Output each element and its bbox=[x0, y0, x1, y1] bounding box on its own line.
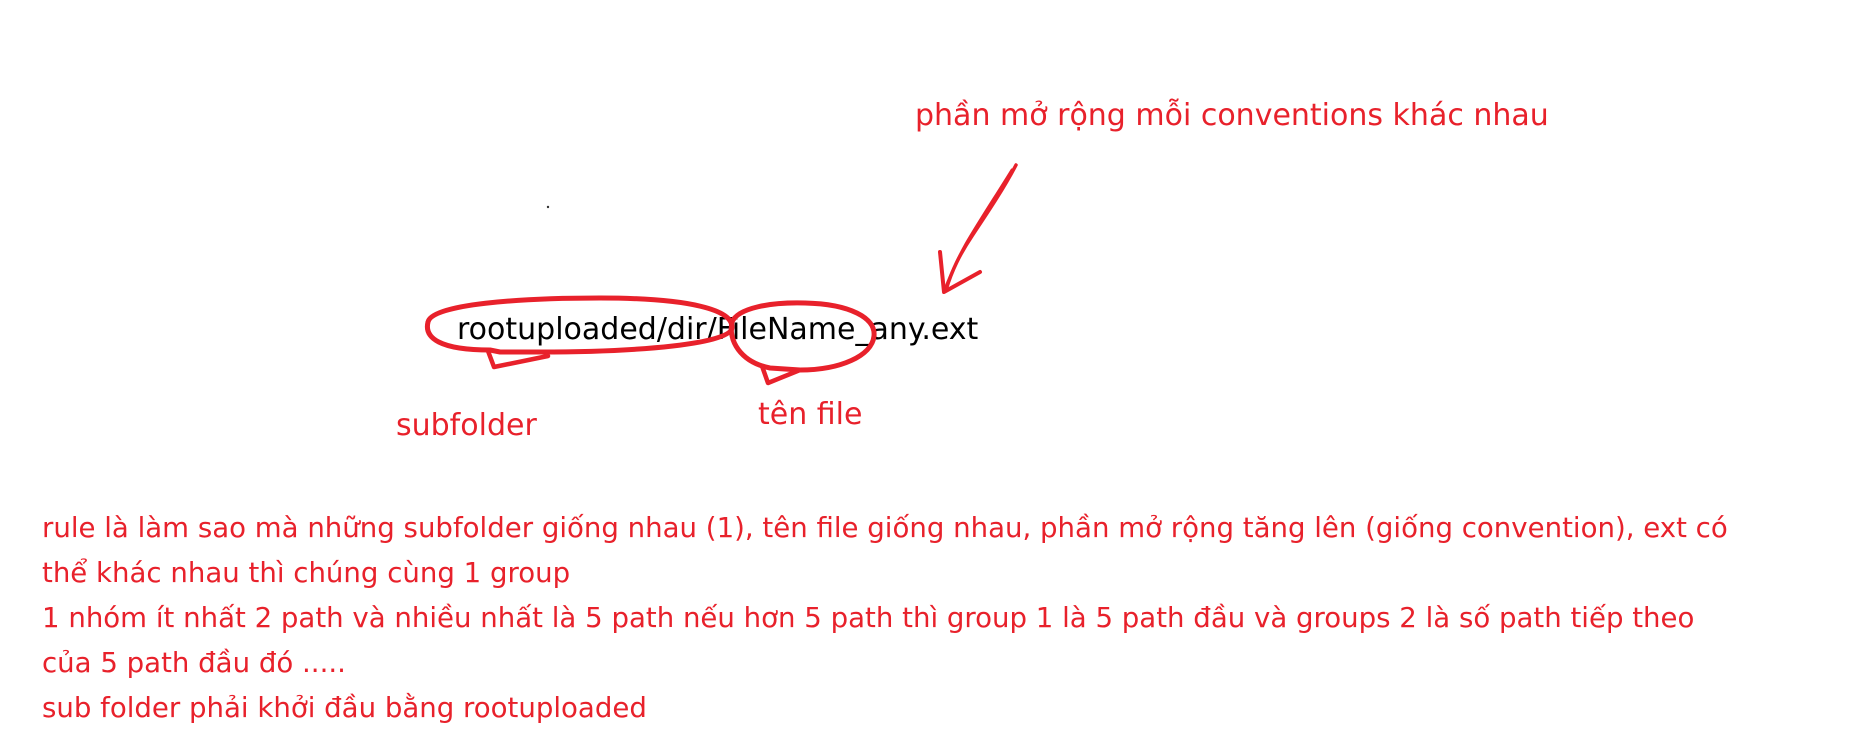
extension-annotation: phần mở rộng mỗi conventions khác nhau bbox=[915, 98, 1549, 133]
filename-annotation: tên file bbox=[758, 397, 863, 432]
rule-line: thể khác nhau thì chúng cùng 1 group bbox=[42, 556, 571, 589]
rule-line: rule là làm sao mà những subfolder giống… bbox=[42, 511, 1728, 544]
rule-line: 1 nhóm ít nhất 2 path và nhiều nhất là 5… bbox=[42, 601, 1695, 634]
path-example: rootuploaded/dir/FileName_any.ext bbox=[457, 312, 979, 347]
rule-line: sub folder phải khởi đầu bằng rootupload… bbox=[42, 691, 647, 724]
subfolder-annotation: subfolder bbox=[396, 408, 537, 443]
extension-arrow-shaft-2 bbox=[942, 168, 1014, 294]
extension-arrow-head bbox=[938, 250, 982, 294]
subfolder-callout-tail bbox=[485, 348, 551, 370]
filename-callout-tail bbox=[759, 363, 803, 386]
stray-dot bbox=[546, 205, 550, 209]
rules-text-block: rule là làm sao mà những subfolder giống… bbox=[42, 505, 1832, 730]
rule-line: của 5 path đầu đó ..... bbox=[42, 646, 346, 679]
extension-arrow-shaft bbox=[944, 163, 1018, 292]
